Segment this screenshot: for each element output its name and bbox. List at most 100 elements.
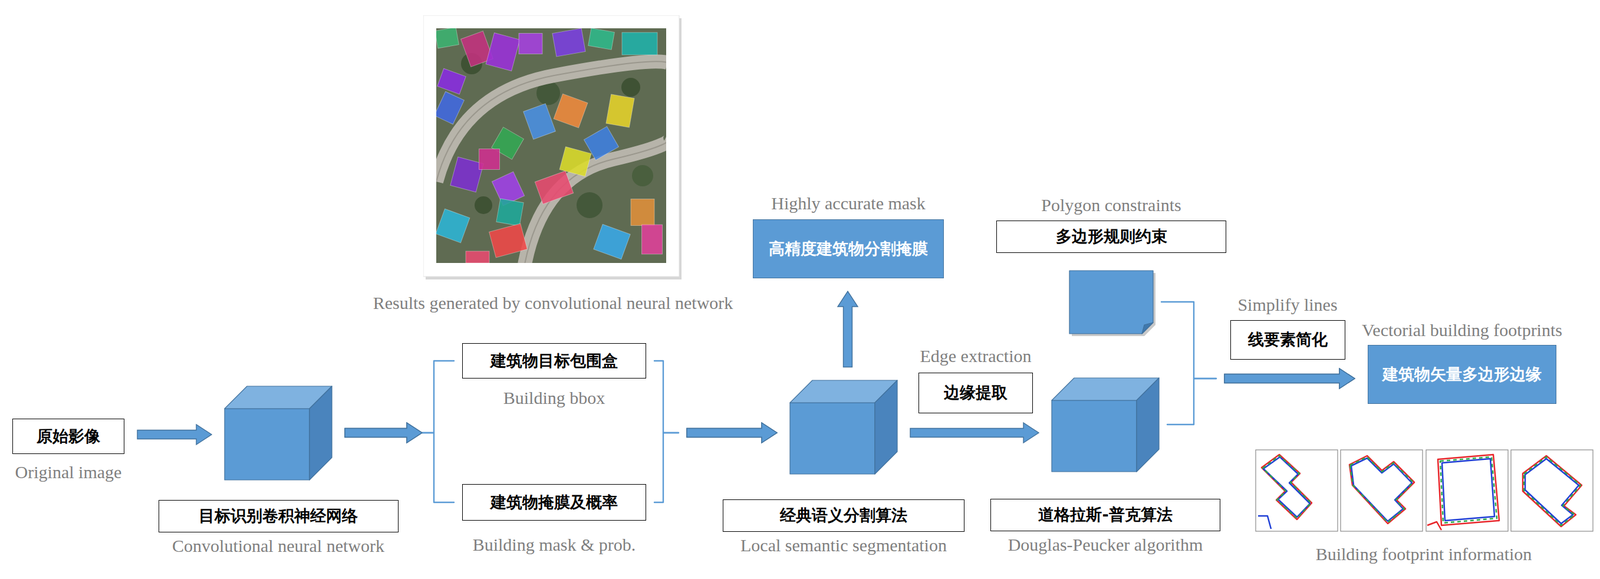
network-cube bbox=[789, 380, 898, 474]
flow-arrow bbox=[837, 291, 858, 368]
process-box-text: 建筑物掩膜及概率 bbox=[462, 484, 647, 521]
tree bbox=[576, 192, 603, 219]
footprint-outline bbox=[1525, 458, 1579, 524]
constraint-sheet bbox=[1069, 270, 1154, 334]
building-mask bbox=[559, 146, 592, 177]
block-arrow bbox=[344, 422, 423, 443]
shape-face bbox=[1051, 400, 1137, 472]
building-mask bbox=[465, 251, 490, 263]
caption-text: Building mask & prob. bbox=[472, 534, 637, 556]
block-arrow bbox=[1224, 368, 1355, 389]
shape-face bbox=[874, 380, 898, 474]
diagram-node: 道格拉斯-普克算法Douglas-Peucker algorithm bbox=[990, 377, 1221, 556]
diagram-node: Vectorial building footprints 建筑物矢量多边形边缘 bbox=[1361, 320, 1563, 405]
building-mask bbox=[588, 28, 615, 50]
result-box-text: 建筑物矢量多边形边缘 bbox=[1367, 344, 1557, 404]
brace-line bbox=[422, 360, 454, 433]
footprint-outline bbox=[1261, 454, 1312, 520]
caption-text: Polygon constraints bbox=[1041, 195, 1182, 216]
building-mask bbox=[436, 28, 459, 49]
flow-arrow bbox=[1167, 368, 1355, 425]
caption-text: Vectorial building footprints bbox=[1361, 320, 1563, 341]
footprint-outline bbox=[1440, 456, 1497, 523]
building-mask bbox=[552, 28, 586, 57]
shape-face bbox=[789, 402, 875, 474]
diagram-node: Edge extraction边缘提取 bbox=[918, 346, 1033, 414]
diagram-node: Simplify lines线要素简化 bbox=[1230, 294, 1346, 360]
process-box-text: 线要素简化 bbox=[1230, 320, 1346, 360]
footprint-outline bbox=[1350, 456, 1414, 523]
flow-arrow bbox=[1161, 301, 1355, 389]
block-arrow bbox=[686, 422, 778, 443]
shape-face bbox=[309, 386, 332, 480]
flow-arrow bbox=[344, 360, 454, 443]
building-mask bbox=[496, 198, 524, 226]
brace-line bbox=[1167, 378, 1217, 425]
caption-text: Original image bbox=[15, 462, 123, 483]
footprint-outline bbox=[1258, 515, 1272, 529]
diagram-node: 建筑物目标包围盒Building bbox bbox=[462, 343, 647, 409]
flow-arrow bbox=[910, 422, 1039, 443]
aerial-photo bbox=[436, 28, 667, 263]
building-mask bbox=[534, 170, 574, 204]
shape-face bbox=[1136, 377, 1160, 472]
caption-label: Building footprint information bbox=[1315, 544, 1533, 565]
frame-shadow bbox=[425, 18, 682, 280]
tree bbox=[631, 165, 654, 187]
block-arrow bbox=[910, 422, 1039, 443]
flow-arrow bbox=[137, 424, 212, 445]
thumb-frame bbox=[1426, 449, 1509, 532]
building-mask bbox=[518, 33, 543, 55]
flow-arrow bbox=[654, 360, 778, 443]
footprint-outline bbox=[1349, 455, 1415, 524]
footprint-outline bbox=[1351, 458, 1412, 522]
building-mask bbox=[630, 199, 655, 226]
shape-face bbox=[224, 408, 310, 480]
segmentation-result-image bbox=[423, 15, 683, 281]
building-mask bbox=[485, 33, 520, 72]
building-mask bbox=[642, 224, 663, 255]
diagram-node: 目标识别卷积神经网络Convolutional neural network bbox=[158, 386, 399, 557]
caption-text: Convolutional neural network bbox=[172, 535, 385, 557]
footprint-outline bbox=[1427, 521, 1442, 530]
shape-face bbox=[1069, 270, 1154, 334]
building-mask bbox=[436, 91, 464, 125]
process-box-text: 道格拉斯-普克算法 bbox=[990, 498, 1221, 532]
building-mask bbox=[450, 156, 484, 193]
caption-text: Building bbox bbox=[503, 387, 606, 409]
network-cube bbox=[1051, 377, 1160, 472]
diagram-node: Polygon constraints 多边形规则约束 bbox=[996, 195, 1227, 334]
process-box-text: 多边形规则约束 bbox=[996, 220, 1227, 253]
building-mask bbox=[523, 103, 556, 140]
shape-face bbox=[1141, 322, 1154, 334]
process-box-text: 经典语义分割算法 bbox=[722, 499, 965, 532]
building-mask bbox=[436, 208, 470, 243]
process-box-text: 边缘提取 bbox=[918, 372, 1033, 414]
diagram-node: 原始影像 Original image bbox=[12, 418, 125, 483]
caption-text: Highly accurate mask bbox=[771, 193, 926, 215]
thumb-frame bbox=[1255, 449, 1338, 532]
flow-arrow bbox=[654, 422, 778, 503]
block-arrow bbox=[837, 291, 858, 368]
block-arrow bbox=[1224, 368, 1355, 389]
building-mask bbox=[621, 32, 658, 55]
tree bbox=[621, 77, 641, 97]
block-arrow bbox=[137, 424, 212, 445]
process-box-text: 目标识别卷积神经网络 bbox=[158, 499, 399, 533]
building-mask bbox=[479, 149, 500, 170]
thumb-frame bbox=[1340, 449, 1423, 532]
process-box-text: 原始影像 bbox=[12, 418, 125, 454]
footprint-thumb bbox=[1255, 449, 1338, 532]
image-frame bbox=[423, 15, 680, 277]
brace-line bbox=[654, 360, 679, 433]
diagram-node: 建筑物掩膜及概率 Building mask & prob. bbox=[462, 484, 647, 556]
network-cube bbox=[224, 386, 332, 480]
result-box-text: 高精度建筑物分割掩膜 bbox=[752, 219, 944, 279]
diagram-node: Highly accurate mask 高精度建筑物分割掩膜 bbox=[752, 193, 944, 279]
block-arrow bbox=[686, 422, 778, 443]
building-mask bbox=[593, 224, 631, 259]
caption-text: Local semantic segmentation bbox=[740, 535, 947, 556]
brace-line bbox=[654, 432, 679, 503]
